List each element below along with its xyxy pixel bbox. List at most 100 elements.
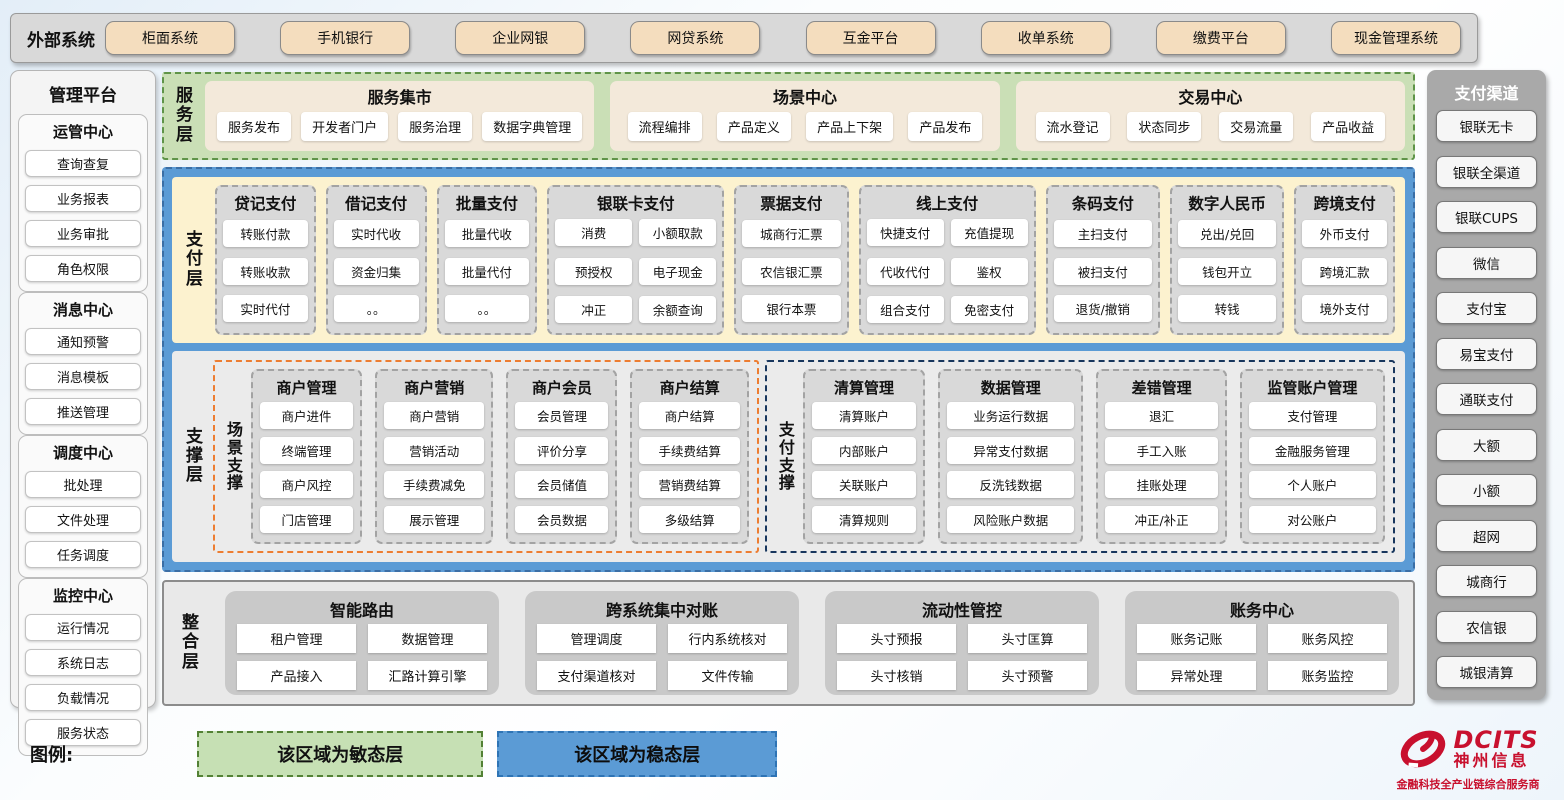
service-item: 状态同步 — [1127, 112, 1202, 141]
sidebar-item: 文件处理 — [25, 506, 141, 533]
payment-item: 实时代收 — [333, 220, 419, 248]
integration-layer-groups: 智能路由租户管理数据管理产品接入汇路计算引擎跨系统集中对账管理调度行内系统核对支… — [225, 591, 1399, 695]
sidebar-item: 查询查复 — [25, 150, 141, 177]
payment-item: 电子现金 — [639, 257, 717, 285]
external-system-box: 收单系统 — [980, 21, 1111, 55]
payment-support-group-item: 对公账户 — [1248, 506, 1376, 534]
scene-support-group-item: 营销费结算 — [639, 471, 740, 499]
support-layer-band: 支撑层 场景支撑 商户管理商户进件终端管理商户风控门店管理商户营销商户营销营销活… — [172, 351, 1405, 562]
payment-support-group-item: 关联账户 — [811, 471, 917, 499]
legend-stable-box: 该区域为稳态层 — [497, 731, 778, 777]
group-title: 线上支付 — [916, 195, 979, 213]
group-title: 商户营销 — [404, 379, 465, 397]
service-item: 服务发布 — [217, 112, 292, 141]
logo-name: 神州信息 — [1453, 751, 1530, 771]
scene-support-group-item: 会员数据 — [515, 506, 609, 534]
integration-item: 数据管理 — [368, 624, 487, 653]
external-systems-list: 柜面系统手机银行企业网银网贷系统互金平台收单系统缴费平台现金管理系统 — [105, 21, 1461, 55]
service-item: 数据字典管理 — [482, 112, 583, 141]
management-platform-panel: 管理平台 运管中心查询查复业务报表业务审批角色权限消息中心通知预警消息模板推送管… — [10, 70, 156, 756]
integration-item: 租户管理 — [237, 624, 356, 653]
group-title: 账务中心 — [1229, 601, 1294, 620]
integration-group: 智能路由租户管理数据管理产品接入汇路计算引擎 — [225, 591, 499, 695]
payment-item: 余额查询 — [639, 295, 717, 323]
payment-item: 小额取款 — [639, 219, 717, 247]
integration-item: 管理调度 — [537, 624, 656, 653]
group-title: 数字人民币 — [1188, 195, 1266, 213]
service-item: 流水登记 — [1035, 112, 1110, 141]
section-title: 监控中心 — [52, 587, 113, 605]
payment-group: 数字人民币兑出/兑回钱包开立转钱 — [1169, 185, 1285, 335]
service-item: 产品收益 — [1311, 112, 1386, 141]
payment-channel-item: 城银清算 — [1436, 656, 1537, 688]
group-title: 交易中心 — [1178, 88, 1243, 107]
section-title: 调度中心 — [52, 444, 113, 462]
payment-support-group-item: 内部账户 — [811, 436, 917, 464]
group-title: 流动性管控 — [921, 601, 1002, 620]
group-title: 监管账户管理 — [1267, 379, 1358, 397]
scene-support-group-item: 会员储值 — [515, 471, 609, 499]
sidebar-section: 消息中心通知预警消息模板推送管理 — [18, 292, 148, 435]
external-system-box: 企业网银 — [455, 21, 586, 55]
payment-channel-item: 银联CUPS — [1436, 201, 1537, 233]
payment-support-group-item: 清算规则 — [811, 506, 917, 534]
integration-item: 头寸预警 — [968, 661, 1087, 690]
scene-support-group: 商户管理商户进件终端管理商户风控门店管理 — [251, 369, 363, 544]
integration-group: 流动性管控头寸预报头寸匡算头寸核销头寸预警 — [825, 591, 1099, 695]
group-title: 数据管理 — [980, 379, 1041, 397]
integration-layer-label: 整合层 — [182, 613, 199, 672]
sidebar-item: 推送管理 — [25, 398, 141, 425]
group-title: 商户结算 — [659, 379, 720, 397]
scene-support-group-item: 营销活动 — [384, 436, 485, 464]
group-title: 商户管理 — [276, 379, 337, 397]
payment-group: 跨境支付外币支付跨境汇款境外支付 — [1294, 185, 1395, 335]
payment-support-group-item: 业务运行数据 — [947, 401, 1075, 429]
payment-item: 主扫支付 — [1053, 220, 1152, 248]
payment-item: 城商行汇票 — [742, 220, 841, 248]
payment-group: 条码支付主扫支付被扫支付退货/撤销 — [1045, 185, 1160, 335]
payment-item: 实时代付 — [223, 294, 308, 322]
integration-item: 行内系统核对 — [668, 624, 787, 653]
service-item: 产品发布 — [908, 112, 983, 141]
payment-support-group-item: 清算账户 — [811, 401, 917, 429]
group-title: 跨系统集中对账 — [605, 601, 718, 620]
dcits-swirl-icon — [1401, 730, 1446, 768]
payment-item: 被扫支付 — [1053, 257, 1152, 285]
payment-support-group-item: 支付管理 — [1248, 401, 1376, 429]
support-layer-label: 支撑层 — [186, 426, 203, 486]
sidebar-item: 批处理 — [25, 471, 141, 498]
scene-support-group-item: 手续费结算 — [639, 436, 740, 464]
group-title: 银联卡支付 — [597, 195, 675, 213]
payment-support-group-item: 挂账处理 — [1105, 471, 1218, 499]
payment-item: 跨境汇款 — [1302, 257, 1387, 285]
payment-item: 银行本票 — [742, 294, 841, 322]
section-title: 消息中心 — [52, 301, 113, 319]
payment-item: 。。 — [333, 294, 419, 322]
payment-item: 转账收款 — [223, 257, 308, 285]
group-title: 差错管理 — [1131, 379, 1192, 397]
integration-item: 头寸核销 — [837, 661, 956, 690]
payment-group: 借记支付实时代收资金归集。。 — [325, 185, 427, 335]
legend: 图例: 该区域为敏态层 该区域为稳态层 — [30, 731, 778, 777]
scene-support-group: 商户营销商户营销营销活动手续费减免展示管理 — [375, 369, 494, 544]
integration-item: 产品接入 — [237, 661, 356, 690]
external-systems-label: 外部系统 — [27, 30, 95, 51]
group-title: 跨境支付 — [1313, 195, 1376, 213]
sidebar-item: 消息模板 — [25, 363, 141, 390]
payment-item: 钱包开立 — [1177, 257, 1277, 285]
payment-support-group: 清算管理清算账户内部账户关联账户清算规则 — [802, 369, 926, 544]
payment-support-group-item: 风险账户数据 — [947, 506, 1075, 534]
payment-item: 组合支付 — [866, 295, 944, 323]
external-system-box: 缴费平台 — [1155, 21, 1286, 55]
group-title: 服务集市 — [367, 88, 432, 107]
scene-support-group-item: 会员管理 — [515, 401, 609, 429]
payment-item: 农信银汇票 — [742, 257, 841, 285]
payment-item: 。。 — [444, 294, 530, 322]
payment-item: 外币支付 — [1302, 220, 1387, 248]
scene-support-group-item: 门店管理 — [260, 506, 354, 534]
payment-channel-item: 银联无卡 — [1436, 110, 1537, 142]
external-system-box: 柜面系统 — [105, 21, 235, 55]
